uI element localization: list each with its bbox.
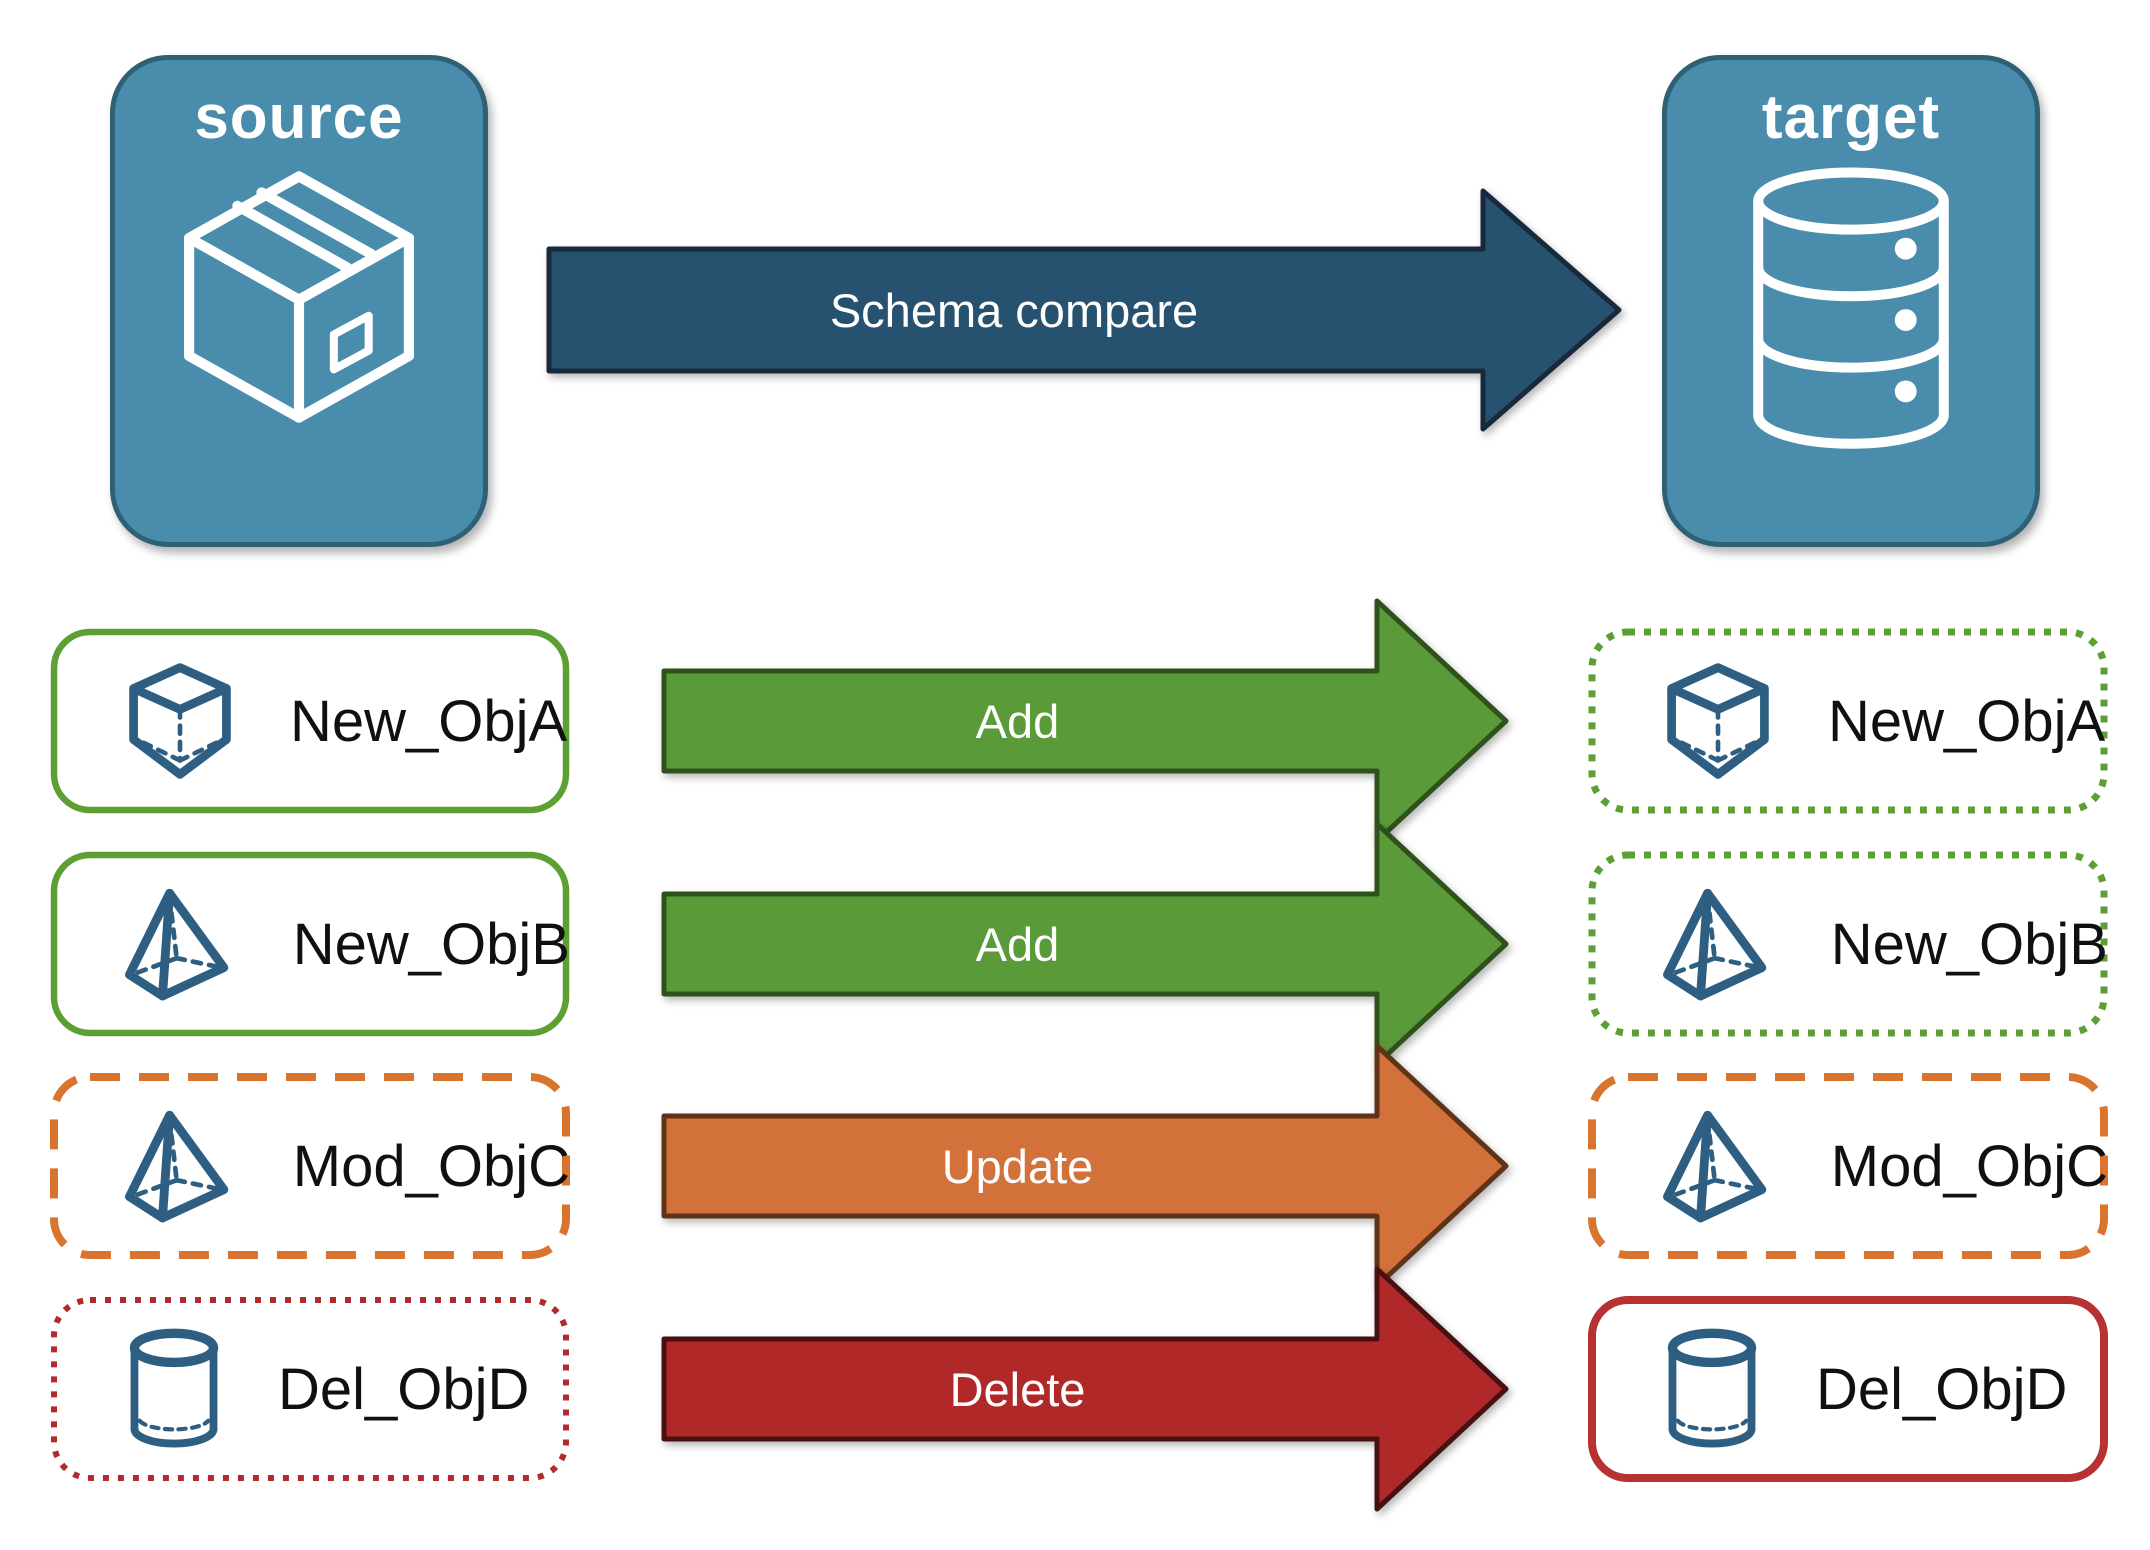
row-mod-objc: Mod_ObjC Update Mod_ObjC <box>0 1043 2150 1289</box>
target-object-del-objd: Del_ObjD <box>1588 1296 2108 1482</box>
solid-green-border <box>50 628 570 814</box>
dotted-green-border <box>1588 628 2108 814</box>
cube-icon <box>1660 663 1776 779</box>
source-panel: source <box>110 55 488 547</box>
object-label: Mod_ObjC <box>292 1133 570 1199</box>
object-label: Mod_ObjC <box>1830 1133 2108 1199</box>
object-label: New_ObjB <box>1830 911 2108 977</box>
dotted-red-border <box>51 1297 569 1481</box>
database-icon <box>1732 163 1970 458</box>
source-object-mod-objc: Mod_ObjC <box>50 1073 570 1259</box>
source-title: source <box>194 83 404 152</box>
cylinder-icon <box>122 1327 226 1452</box>
delete-arrow-label: Delete <box>949 1362 1086 1416</box>
add-arrow <box>661 598 1509 844</box>
pyramid-icon <box>1660 885 1779 1003</box>
target-panel: target <box>1662 55 2040 547</box>
cylinder-icon <box>1660 1327 1764 1452</box>
row-del-objd: Del_ObjD Delete Del_ObjD <box>0 1266 2150 1512</box>
object-label: New_ObjA <box>290 688 568 754</box>
solid-red-border <box>1588 1296 2108 1482</box>
object-label: Del_ObjD <box>1816 1356 2068 1422</box>
schema-compare-label: Schema compare <box>829 283 1199 337</box>
delete-arrow <box>661 1266 1509 1512</box>
source-object-new-obja: New_ObjA <box>50 628 570 814</box>
target-object-new-objb: New_ObjB <box>1588 851 2108 1037</box>
row-new-objb: New_ObjB Add New_ObjB <box>0 821 2150 1067</box>
object-label: Del_ObjD <box>278 1356 530 1422</box>
pyramid-icon <box>122 885 241 1003</box>
object-label: New_ObjA <box>1828 688 2106 754</box>
target-object-new-obja: New_ObjA <box>1588 628 2108 814</box>
target-object-mod-objc: Mod_ObjC <box>1588 1073 2108 1259</box>
target-title: target <box>1761 83 1941 152</box>
schema-compare-arrow <box>546 188 1622 432</box>
object-label: New_ObjB <box>292 911 570 977</box>
cube-icon <box>122 663 238 779</box>
pyramid-icon <box>1660 1107 1779 1225</box>
source-object-del-objd: Del_ObjD <box>50 1296 570 1482</box>
add-arrow <box>661 821 1509 1067</box>
update-arrow-label: Update <box>941 1139 1094 1193</box>
row-new-obja: New_ObjA Add New_ObjA <box>0 598 2150 844</box>
source-object-new-objb: New_ObjB <box>50 851 570 1037</box>
package-icon <box>165 163 433 431</box>
update-arrow <box>661 1043 1509 1289</box>
pyramid-icon <box>122 1107 241 1225</box>
add-arrow-label: Add <box>975 694 1060 748</box>
add-arrow-label: Add <box>975 917 1060 971</box>
